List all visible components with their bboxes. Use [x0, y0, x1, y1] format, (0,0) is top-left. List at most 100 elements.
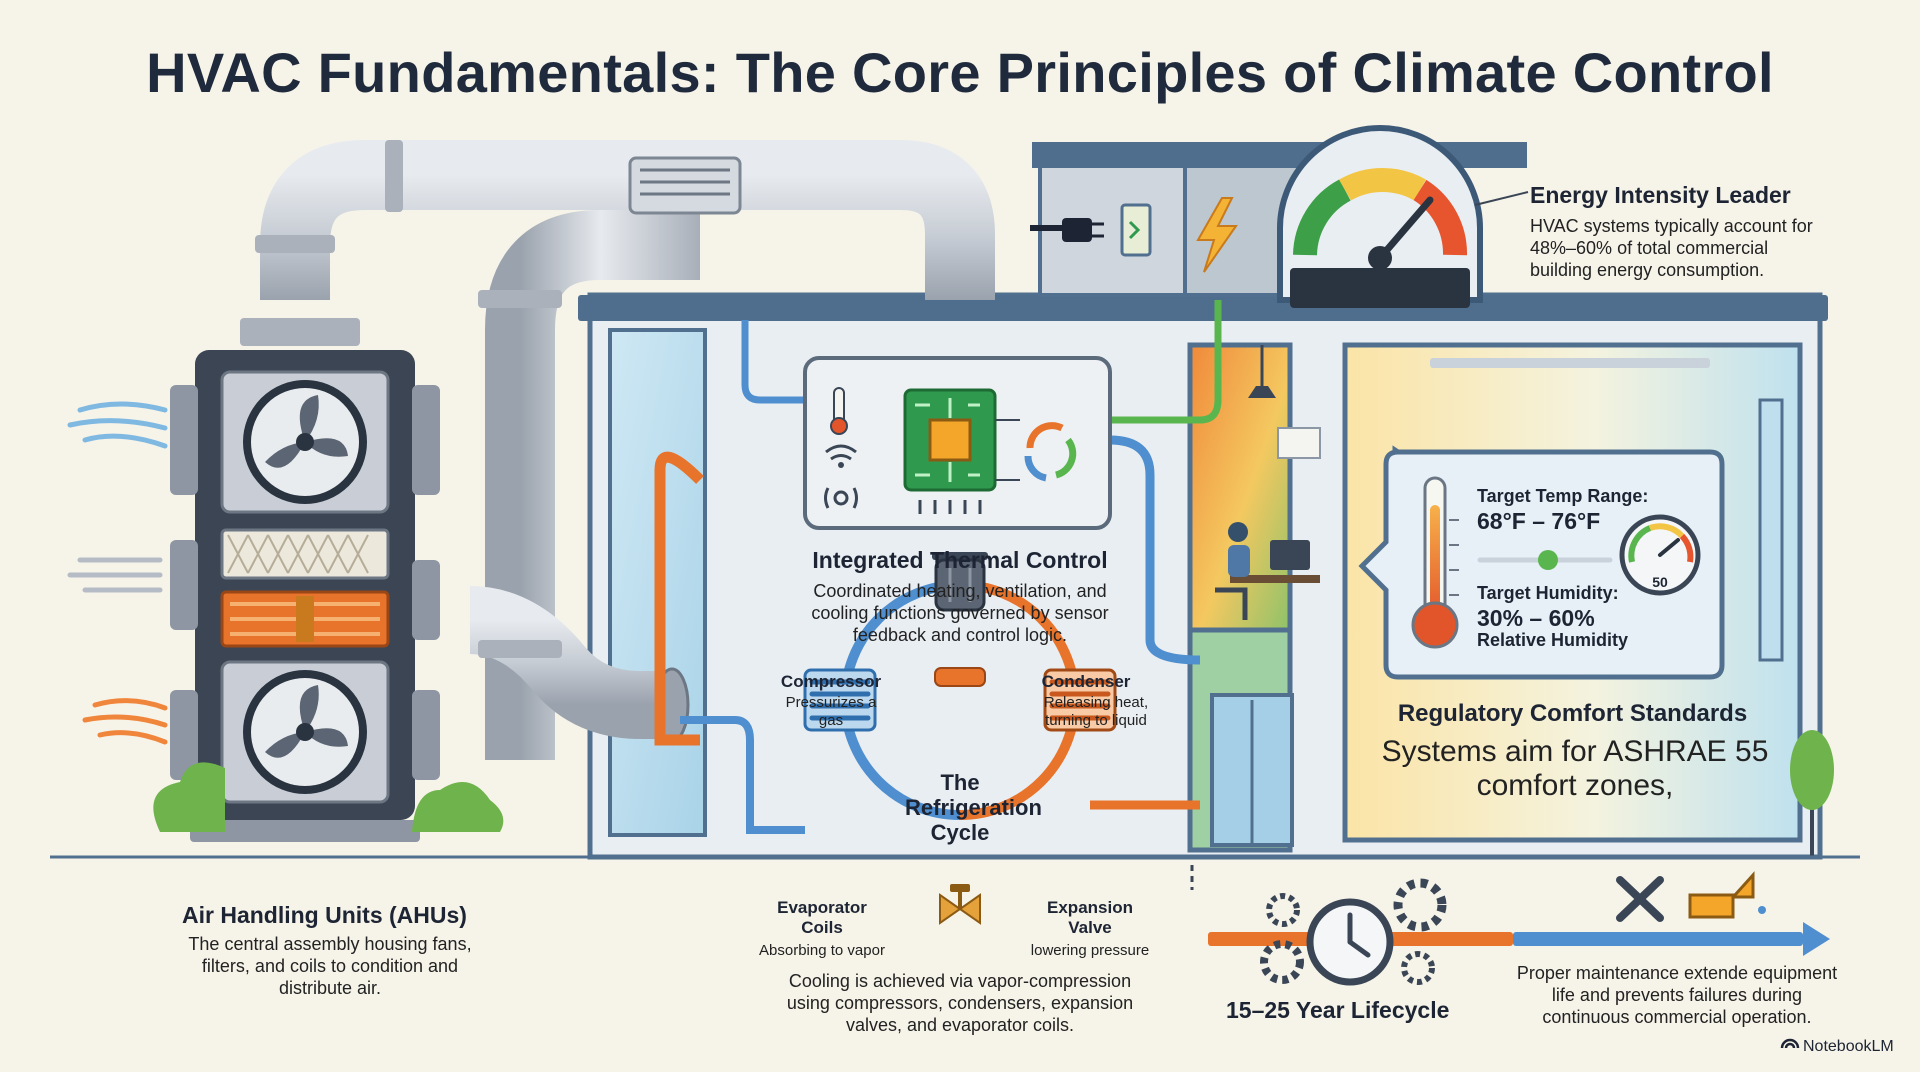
- lifecycle-arrow-head: [1803, 922, 1830, 956]
- gauge-zone-yellow: [1339, 168, 1426, 201]
- ahu-description: The central assembly housing fans, filte…: [188, 934, 472, 998]
- cold-return-pipe: [680, 716, 805, 834]
- warm-airflow-icon: [82, 698, 168, 745]
- vent-grille: [628, 156, 742, 215]
- airflow-lines-icon: [67, 557, 163, 593]
- tree-icon: [1790, 730, 1834, 810]
- cycle-arrows-icon: [1026, 422, 1064, 449]
- return-duct: [485, 210, 700, 760]
- glass-column-left: [608, 328, 707, 837]
- oil-drop-icon: [1758, 906, 1766, 914]
- compressor-name: Compressor: [780, 672, 882, 691]
- electric-panel: [1030, 125, 1529, 308]
- energy-heading: Energy Intensity Leader: [1530, 182, 1791, 208]
- ahu-base: [190, 820, 420, 842]
- lower-duct: [468, 586, 680, 739]
- office-room: [1187, 342, 1293, 633]
- refrigeration-cycle-label: The Refrigeration Cycle: [905, 770, 1042, 845]
- thermal-control-description: Coordinated heating, ventilation, and co…: [811, 581, 1109, 645]
- ahu-side-port: [412, 690, 440, 780]
- compressor-description: Pressurizes a gas: [785, 694, 877, 729]
- bush-icon: [153, 762, 225, 832]
- ahu-side-port: [412, 385, 440, 495]
- sensor-signal-icon: [824, 487, 858, 509]
- thermal-control-heading: Integrated Thermal Control: [812, 547, 1108, 573]
- lifecycle-label: 15–25 Year Lifecycle: [1226, 997, 1450, 1023]
- ahu-side-port: [170, 690, 198, 780]
- refrigeration-caption: Cooling is achieved via vapor-compressio…: [786, 971, 1134, 1035]
- gear-icon: [1401, 951, 1435, 985]
- cold-airflow-icon: [67, 401, 168, 449]
- maintenance-description: Proper maintenance extende equipment lif…: [1516, 963, 1838, 1027]
- energy-description: HVAC systems typically account for 48%–6…: [1530, 216, 1813, 280]
- energy-callout-line: [1474, 191, 1529, 206]
- gear-icon: [1266, 893, 1300, 927]
- notebooklm-logo-icon: [1780, 1038, 1800, 1049]
- control-wiring: [654, 300, 1222, 834]
- comfort-card: [1358, 445, 1725, 680]
- wrench-screwdriver-icon: [1616, 876, 1664, 922]
- wifi-icon: [825, 444, 857, 461]
- fan-blades: [265, 395, 348, 468]
- refrigeration-cycle: [803, 552, 1117, 925]
- ceiling-light-bar: [1430, 358, 1710, 368]
- target-temp-label: Target Temp Range:: [1477, 486, 1649, 506]
- hot-line-pipe: [654, 451, 704, 746]
- condenser-coil-icon: [1043, 668, 1117, 732]
- gear-icon: [1260, 940, 1304, 984]
- ahu-neck: [240, 318, 360, 346]
- person-body-icon: [1228, 545, 1250, 577]
- regulatory-description: Systems aim for ASHRAE 55 comfort zones,: [1381, 735, 1769, 802]
- gauge-pivot: [1368, 246, 1392, 270]
- building-roof: [578, 295, 1828, 321]
- bush-icon: [412, 782, 504, 832]
- duct-flange: [255, 235, 335, 253]
- target-temp-value: 68°F – 76°F: [1477, 508, 1601, 534]
- side-window: [1758, 398, 1784, 662]
- page-title: HVAC Fundamentals: The Core Principles o…: [146, 41, 1774, 104]
- person-head-icon: [1228, 522, 1248, 542]
- signal-wire-blue: [741, 320, 806, 404]
- humidity-gauge-value: 50: [1652, 574, 1668, 590]
- lifecycle-arrow-cool: [1513, 932, 1803, 946]
- regulatory-heading: Regulatory Comfort Standards: [1397, 700, 1748, 727]
- thermal-control-panel: [803, 356, 1112, 530]
- energy-gauge-base: [1290, 268, 1470, 308]
- ahu-side-port: [170, 540, 198, 630]
- computer-monitor-icon: [1270, 540, 1310, 570]
- ahu-side-port: [412, 560, 440, 640]
- microchip-icon: [928, 418, 972, 462]
- flow-arrow-right: [934, 667, 986, 687]
- cold-line-pipe: [1109, 435, 1201, 665]
- oil-can-icon: [1688, 871, 1755, 919]
- target-humidity-value: 30% – 60%: [1477, 605, 1595, 631]
- energy-gauge-housing: [1277, 125, 1483, 303]
- expansion-valve-description: lowering pressure: [1030, 942, 1150, 959]
- ahu-heading: Air Handling Units (AHUs): [182, 902, 467, 928]
- outlet-arrow-icon: [1128, 220, 1141, 240]
- lifecycle-band: [50, 730, 1860, 986]
- evaporator-coil-icon: [803, 668, 877, 732]
- ahu-side-port: [170, 385, 198, 495]
- humidity-unit: Relative Humidity: [1477, 630, 1629, 650]
- wall-note: [1277, 427, 1321, 459]
- expansion-valve-name: Expansion Valve: [1047, 898, 1133, 937]
- gauge-zone-green: [1293, 179, 1351, 256]
- signal-wire-green: [1110, 300, 1222, 424]
- ductwork: [255, 140, 995, 760]
- condenser-description: Releasing heat, turning to liquid: [1043, 694, 1149, 729]
- gear-icon: [1393, 878, 1447, 932]
- brand-label: NotebookLM: [1803, 1038, 1894, 1055]
- compressor-unit-icon: [932, 552, 988, 612]
- desk-icon: [1230, 575, 1320, 583]
- duct-flange: [478, 290, 562, 308]
- expansion-valve-icon: [939, 884, 981, 925]
- evaporator-description: Absorbing to vapor: [759, 942, 885, 959]
- gauge-zone-red: [1413, 179, 1467, 256]
- lamp-icon: [1248, 386, 1276, 398]
- duct-flange: [478, 640, 562, 658]
- lightning-bolt-icon: [1196, 197, 1238, 273]
- office-chair-icon: [1215, 587, 1248, 620]
